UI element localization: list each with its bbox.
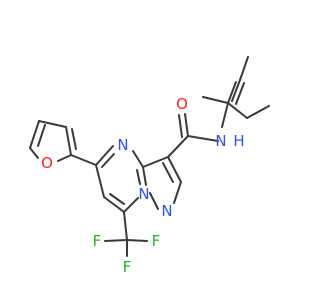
c3a-to-n-bridge-inner: [136, 169, 141, 185]
c7-to-n-bridge-bond: [123, 197, 139, 213]
c7-to-cf3-bond: [123, 211, 128, 241]
pyrazole-n1-n-bridge-bond: [149, 192, 159, 210]
methyl-bond: [202, 96, 229, 104]
c3a-to-n-bridge-bond: [142, 166, 147, 186]
furan-c2-c3-inner: [71, 128, 77, 150]
molecule-diagram: O N H N N N O F F F: [29, 56, 270, 276]
c6-to-c7-bond: [103, 196, 125, 213]
amide-nitrogen-label: N: [215, 132, 226, 150]
quaternary-to-nh-bond: [221, 102, 229, 128]
n4-to-c5-inner: [101, 153, 115, 168]
amide-hydrogen-label: H: [233, 132, 244, 150]
bond-layer: [29, 56, 270, 257]
alkyne-bond-3: [235, 82, 245, 105]
pyrazole-c2-n1-bond: [173, 181, 182, 204]
alkyne-bond-2: [231, 79, 241, 102]
alkyne-bond-1: [227, 81, 237, 104]
fluorine-left-label: F: [93, 232, 102, 250]
carbonyl-double-bond-a: [184, 113, 189, 137]
fluorine-right-label: F: [152, 232, 161, 250]
pyrimidine-nitrogen-label: N: [117, 136, 128, 154]
carbonyl-to-ring-bond: [167, 135, 189, 158]
carbonyl-oxygen-label: O: [176, 95, 188, 113]
atom-label-layer: O N H N N N O F F F: [41, 95, 245, 276]
furan-c3-c4-bond: [38, 120, 67, 128]
pyrazole-c3-c2-inner: [162, 162, 174, 183]
c6-to-c7-inner: [109, 193, 125, 205]
c5-to-c6-bond: [95, 164, 105, 198]
pyrazole-c3-c2-bond: [167, 156, 182, 183]
fluorine-bottom-label: F: [123, 258, 132, 276]
carbonyl-double-bond-b: [178, 114, 183, 138]
alkyne-terminal-bond: [239, 56, 249, 81]
furan-c5-o-bond: [29, 147, 39, 159]
ethyl-bond-1: [227, 102, 248, 119]
pyrazole-nitrogen-label: N: [161, 202, 172, 220]
furan-c4-c5-bond: [29, 120, 40, 149]
n4-to-c5-bond: [95, 145, 114, 166]
cf3-to-f-left-bond: [104, 239, 128, 242]
bridgehead-nitrogen-label: N: [138, 185, 149, 203]
pyrazole-c3-c3a-bond: [142, 156, 169, 168]
ethyl-bond-2: [246, 105, 270, 119]
furan-oxygen-label: O: [41, 154, 53, 172]
furan-c2-c3-bond: [65, 126, 72, 156]
nh-to-carbonyl-bond: [187, 135, 219, 142]
furan-c4-c5-inner: [37, 124, 46, 147]
c3a-to-n4-bond: [132, 150, 144, 168]
c5-to-furan-bond: [70, 154, 97, 166]
cf3-to-f-right-bond: [126, 239, 148, 242]
furan-o-c2-bond: [57, 154, 72, 162]
